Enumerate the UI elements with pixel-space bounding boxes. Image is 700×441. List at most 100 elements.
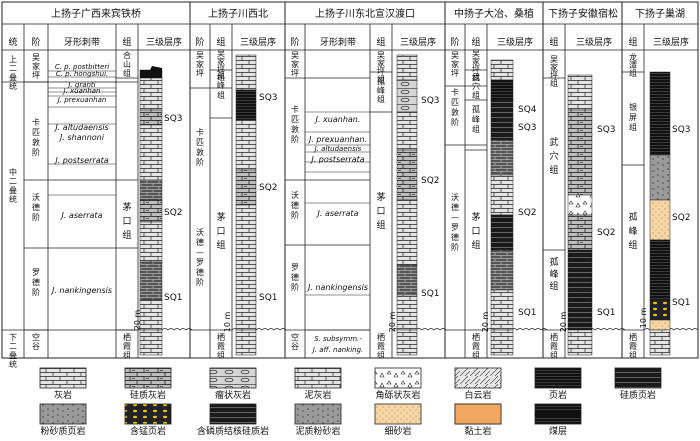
char: 坪 (196, 69, 204, 78)
char: 阶 (451, 117, 459, 127)
section-title: 下扬子巢湖 (635, 7, 685, 20)
lithology-layer (649, 239, 671, 301)
char: 阶 (196, 277, 204, 287)
char: 空 (32, 332, 40, 342)
vertical-label: 卡匹敦阶 (196, 127, 204, 167)
char: 峰 (377, 85, 385, 95)
char: 空 (291, 332, 299, 342)
label: 组 (549, 36, 558, 48)
char: 穴 (472, 81, 480, 91)
char: 栖 (123, 332, 131, 342)
vertical-label: 茅口组 (216, 212, 225, 251)
lithology-layer (490, 99, 514, 141)
vertical-label: 空谷 (291, 332, 299, 351)
char: 霞 (377, 342, 385, 351)
sequence-label: SQ3 (597, 125, 616, 135)
vertical-label: 栖霞组 (217, 332, 225, 360)
label: 组 (376, 36, 385, 48)
vertical-label: 吴家坪组 (377, 51, 385, 84)
lithology-layer (490, 139, 514, 176)
char: 家 (217, 56, 225, 66)
legend-label: 泥灰岩 (304, 389, 331, 401)
lithology-layer (396, 111, 418, 151)
legend-label: 硅质页岩 (620, 389, 656, 401)
lithology-layer (490, 59, 514, 81)
vertical-label: 茅口组 (122, 202, 131, 241)
lithologic-column (649, 71, 671, 356)
conodont-zone: J. postserrata (309, 155, 364, 164)
char: 吴 (550, 55, 558, 64)
char: 霞 (629, 342, 637, 351)
lithology-layer (567, 74, 593, 111)
char: 坪 (472, 65, 480, 74)
header-conodont: 牙形刺带 (64, 36, 100, 48)
char: 穴 (549, 150, 558, 162)
legend-label: 瘤状灰岩 (215, 389, 251, 401)
char: 峰 (217, 80, 225, 90)
legend-swatch (294, 403, 342, 425)
lithology-layer (139, 179, 163, 201)
conodont-zone: C. p. postbitteri (55, 63, 109, 71)
label: 三级层序 (240, 36, 276, 48)
lithology-layer (649, 199, 671, 241)
vertical-label: 吴家坪组 (550, 55, 558, 88)
label: 三级层序 (576, 36, 612, 48)
char: 阶 (291, 134, 299, 144)
char: 茅 (376, 192, 385, 203)
vertical-label: 银屏组 (629, 102, 637, 132)
vertical-label: 卡匹敦阶 (451, 87, 459, 127)
lithology-layer (649, 319, 671, 331)
lithology-layer (396, 264, 418, 296)
legend-label: 灰岩 (54, 389, 72, 401)
char: 坪 (550, 71, 558, 80)
vertical-label: 沃德阶 (32, 193, 40, 222)
legend-label: 角砾状灰岩 (375, 389, 420, 401)
coal-band (535, 411, 581, 416)
char: 坪 (291, 69, 299, 78)
char: 叠 (9, 186, 17, 195)
char: 谷 (32, 342, 40, 351)
char: 茅 (471, 212, 480, 223)
char: 组 (550, 350, 558, 360)
char: 组 (629, 350, 637, 360)
char: 吴 (472, 49, 480, 58)
char: 栖 (472, 332, 480, 342)
char: 孤 (217, 70, 225, 80)
char: 吴 (32, 53, 40, 62)
conodont-zone: J. prexuanhan. (307, 135, 367, 144)
sequence-label: SQ3 (259, 93, 278, 103)
char: 峰 (549, 269, 558, 280)
lithologic-column (235, 54, 257, 356)
char: 家 (550, 62, 558, 72)
legend-label: 细砂岩 (384, 425, 411, 437)
lithology-layer (139, 299, 163, 331)
sequence-label: SQ3 (164, 114, 183, 124)
char: 组 (377, 94, 385, 104)
conodont-zone: J. altudaensis (313, 145, 362, 153)
char: 二 (9, 64, 17, 73)
char: 坪 (377, 67, 385, 76)
char: 霞 (123, 342, 131, 351)
char: 沃 (451, 193, 459, 202)
char: 匹 (291, 115, 299, 124)
lithologic-column (567, 74, 593, 356)
char: 吴 (291, 51, 299, 60)
sequence-label: SQ1 (421, 289, 440, 299)
char: 家 (377, 58, 385, 68)
vertical-label: 栖霞组 (377, 332, 385, 360)
char: 组 (123, 350, 131, 360)
lithology-layer (139, 77, 163, 111)
char: 栖 (217, 332, 225, 342)
label: 阶 (195, 36, 204, 48)
vertical-label: 孤峰组 (217, 70, 225, 100)
header-sequence: 三级层序 (146, 36, 182, 48)
char: 匹 (451, 98, 459, 107)
sequence-label: SQ2 (518, 208, 537, 218)
sequence-label: SQ3 (672, 125, 691, 135)
lithology-layer (490, 174, 514, 216)
char: 德 (32, 277, 40, 287)
char: 组 (472, 72, 480, 82)
char: 沃 (196, 228, 204, 237)
char: 沃 (291, 191, 299, 200)
lithologic-column (490, 59, 514, 356)
